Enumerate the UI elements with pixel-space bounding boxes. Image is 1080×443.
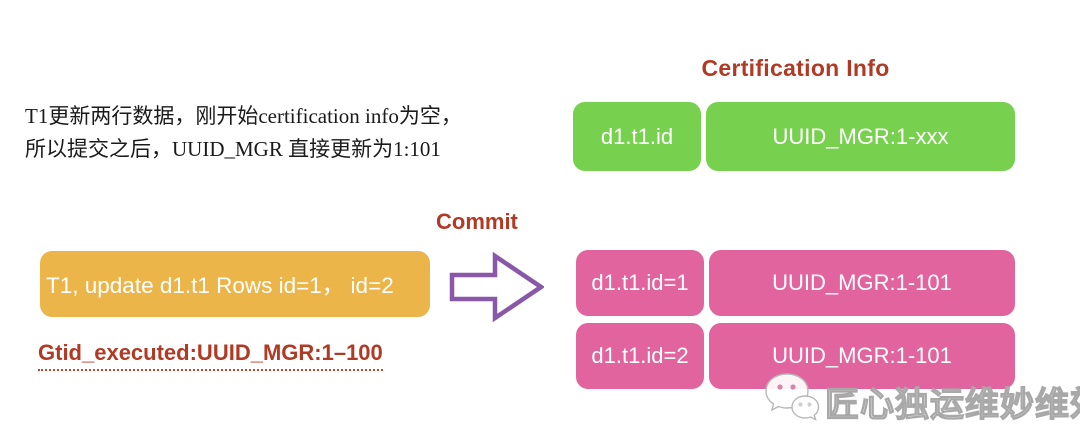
explanation-line-2: 所以提交之后，UUID_MGR 直接更新为1:101: [25, 137, 441, 161]
cert-row1-key-box: d1.t1.id=1: [576, 250, 704, 316]
cert-initial-key-box: d1.t1.id: [573, 102, 701, 171]
gtid-executed-text: Gtid_executed:UUID_MGR:1–100: [38, 340, 383, 371]
certification-info-title: Certification Info: [701, 55, 890, 81]
transaction-box: T1, update d1.t1 Rows id=1， id=2: [40, 251, 430, 317]
commit-arrow-icon: [449, 251, 546, 328]
wechat-icon: [763, 370, 821, 433]
cert-row2-key-box: d1.t1.id=2: [576, 323, 704, 389]
watermark: 匠心独运维妙维效: [763, 371, 1080, 431]
cert-row1-value-box: UUID_MGR:1-101: [709, 250, 1015, 316]
cert-row2-value-box: UUID_MGR:1-101: [709, 323, 1015, 389]
commit-label: Commit: [436, 209, 518, 234]
explanation-text: T1更新两行数据，刚开始certification info为空， 所以提交之后…: [25, 100, 495, 166]
watermark-text: 匠心独运维妙维效: [824, 385, 1080, 424]
cert-initial-value-box: UUID_MGR:1-xxx: [706, 102, 1015, 171]
explanation-line-1: T1更新两行数据，刚开始certification info为空，: [25, 104, 462, 128]
